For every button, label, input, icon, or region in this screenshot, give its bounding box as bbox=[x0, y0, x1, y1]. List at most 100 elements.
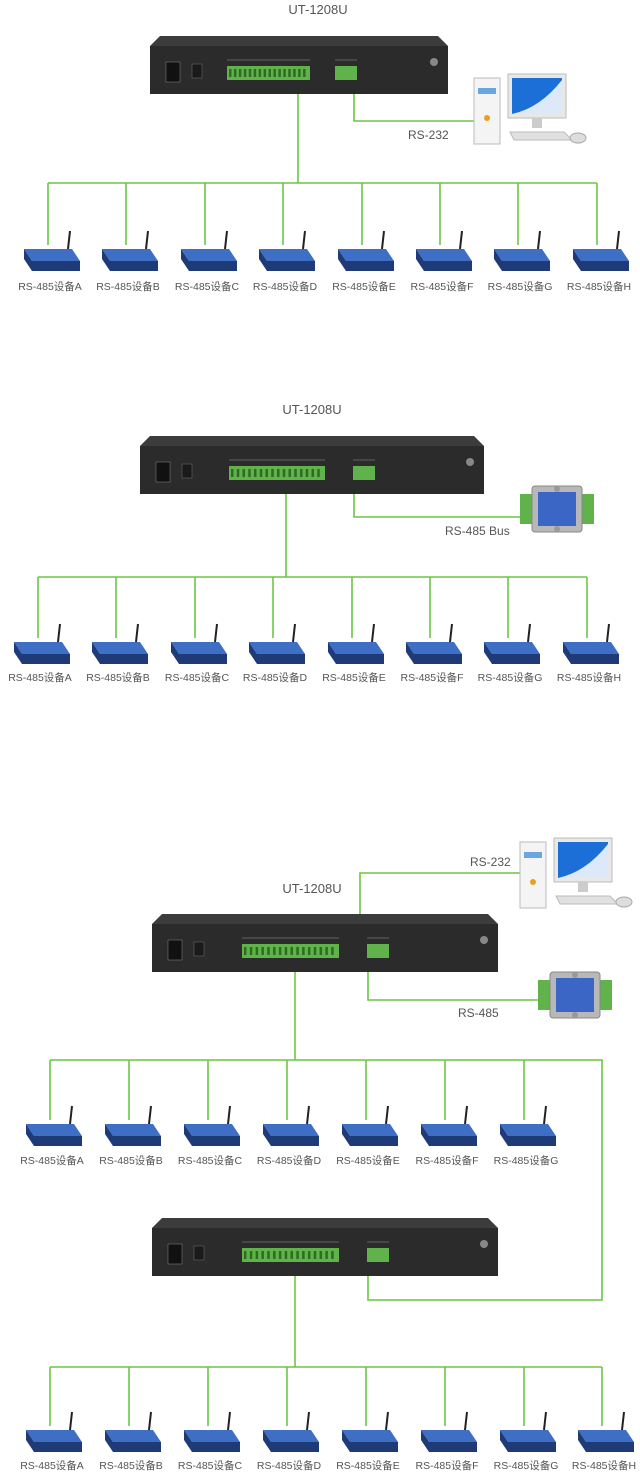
panel3-lower-device-3-icon bbox=[263, 1411, 319, 1452]
router-top bbox=[14, 642, 70, 654]
router-front bbox=[429, 1136, 477, 1146]
router-top bbox=[494, 249, 550, 261]
terminal-screw bbox=[284, 1251, 288, 1259]
router-top bbox=[328, 642, 384, 654]
terminal-screw bbox=[236, 469, 240, 477]
router-top bbox=[573, 249, 629, 261]
panel3-lower-device-label: RS-485设备E bbox=[336, 1459, 400, 1472]
panel3-upper-device-label: RS-485设备F bbox=[415, 1154, 478, 1167]
terminal-screw bbox=[305, 469, 309, 477]
panel1-device-label: RS-485设备H bbox=[567, 280, 631, 293]
panel3-upper-device-label: RS-485设备E bbox=[336, 1154, 400, 1167]
monitor-stand bbox=[532, 118, 542, 128]
panel3-lower-device-label: RS-485设备B bbox=[99, 1459, 163, 1472]
router-top bbox=[500, 1124, 556, 1136]
router-top bbox=[249, 642, 305, 654]
panel2-device-label: RS-485设备D bbox=[243, 671, 308, 684]
panel3-upper-device-label: RS-485设备B bbox=[99, 1154, 163, 1167]
terminal-screw bbox=[243, 69, 247, 77]
panel3-lower-device-label: RS-485设备F bbox=[415, 1459, 478, 1472]
terminal-screw bbox=[267, 1251, 270, 1259]
router-front bbox=[586, 1442, 634, 1452]
panel2-rs485-converter-icon bbox=[520, 485, 594, 533]
terminal-screw bbox=[231, 469, 234, 477]
antenna-icon bbox=[224, 230, 228, 250]
terminal-screw bbox=[319, 947, 323, 955]
router-top bbox=[105, 1430, 161, 1442]
router-side bbox=[105, 1124, 113, 1146]
terminal-screw bbox=[319, 1251, 323, 1259]
antenna-icon bbox=[148, 1411, 152, 1431]
router-front bbox=[271, 1136, 319, 1146]
panel1-rs232-label: RS-232 bbox=[408, 128, 449, 142]
antenna-icon bbox=[616, 230, 620, 250]
panel2-device-6-icon bbox=[484, 623, 540, 664]
antenna-icon bbox=[385, 1105, 389, 1125]
terminal-screw bbox=[284, 947, 288, 955]
host-terminal-block bbox=[367, 1248, 389, 1262]
router-side bbox=[263, 1430, 271, 1452]
converter-screw bbox=[554, 486, 560, 492]
panel2-device-2-icon bbox=[171, 623, 227, 664]
terminal-screw bbox=[261, 947, 264, 955]
terminal-screw bbox=[253, 69, 257, 77]
panel3-upper-device-3-icon bbox=[263, 1105, 319, 1146]
panel2-device-3-icon bbox=[249, 623, 305, 664]
antenna-icon bbox=[449, 623, 453, 643]
panel2-device-5-icon bbox=[406, 623, 462, 664]
router-side bbox=[406, 642, 414, 664]
router-top bbox=[102, 249, 158, 261]
pc-tower bbox=[473, 77, 501, 145]
terminal-screw bbox=[278, 947, 282, 955]
router-side bbox=[416, 249, 424, 271]
router-top bbox=[342, 1430, 398, 1442]
power-switch-icon bbox=[181, 463, 193, 479]
terminal-screw bbox=[265, 469, 268, 477]
router-front bbox=[350, 1442, 398, 1452]
mouse-icon bbox=[615, 896, 633, 908]
terminal-screw bbox=[244, 947, 247, 955]
antenna-icon bbox=[69, 1105, 73, 1125]
panel3-lower-device-label: RS-485设备H bbox=[572, 1459, 636, 1472]
router-side bbox=[342, 1124, 350, 1146]
router-front bbox=[192, 1136, 240, 1146]
terminal-screw bbox=[273, 947, 276, 955]
terminal-screw bbox=[298, 69, 301, 77]
router-side bbox=[105, 1430, 113, 1452]
rack-top-face bbox=[140, 436, 484, 446]
router-top bbox=[263, 1124, 319, 1136]
router-top bbox=[26, 1430, 82, 1442]
terminal-screw bbox=[307, 1251, 311, 1259]
panel1-converter-rack bbox=[150, 36, 448, 94]
router-front bbox=[336, 654, 384, 664]
terminal-screw bbox=[248, 69, 252, 77]
terminal-screw bbox=[261, 1251, 264, 1259]
panel1-device-6-icon bbox=[494, 230, 550, 271]
antenna-icon bbox=[371, 623, 375, 643]
panel1-device-label: RS-485设备D bbox=[253, 280, 318, 293]
panel3-lower-device-1-icon bbox=[105, 1411, 161, 1452]
mouse-icon bbox=[569, 132, 587, 144]
router-side bbox=[181, 249, 189, 271]
antenna-icon bbox=[381, 230, 385, 250]
converter-terminal-left bbox=[538, 980, 552, 1010]
pc-drive-bay bbox=[478, 88, 496, 94]
router-side bbox=[421, 1124, 429, 1146]
terminal-screw bbox=[278, 69, 281, 77]
terminal-screw bbox=[255, 947, 259, 955]
terminal-screw bbox=[258, 69, 262, 77]
panel1-device-label: RS-485设备A bbox=[18, 280, 82, 293]
terminal-screw bbox=[311, 469, 314, 477]
router-top bbox=[500, 1430, 556, 1442]
panel1-device-3-icon bbox=[259, 230, 315, 271]
panel1-rs232-wire bbox=[353, 82, 476, 122]
terminal-screw bbox=[302, 947, 305, 955]
panel1-device-label: RS-485设备G bbox=[488, 280, 553, 293]
router-side bbox=[26, 1430, 34, 1452]
brand-logo-icon bbox=[480, 1240, 488, 1248]
panel3-cascade-wire bbox=[367, 1059, 603, 1301]
router-top bbox=[342, 1124, 398, 1136]
terminal-screw bbox=[296, 1251, 299, 1259]
antenna-icon bbox=[145, 230, 149, 250]
panel3-title: UT-1208U bbox=[282, 881, 341, 896]
